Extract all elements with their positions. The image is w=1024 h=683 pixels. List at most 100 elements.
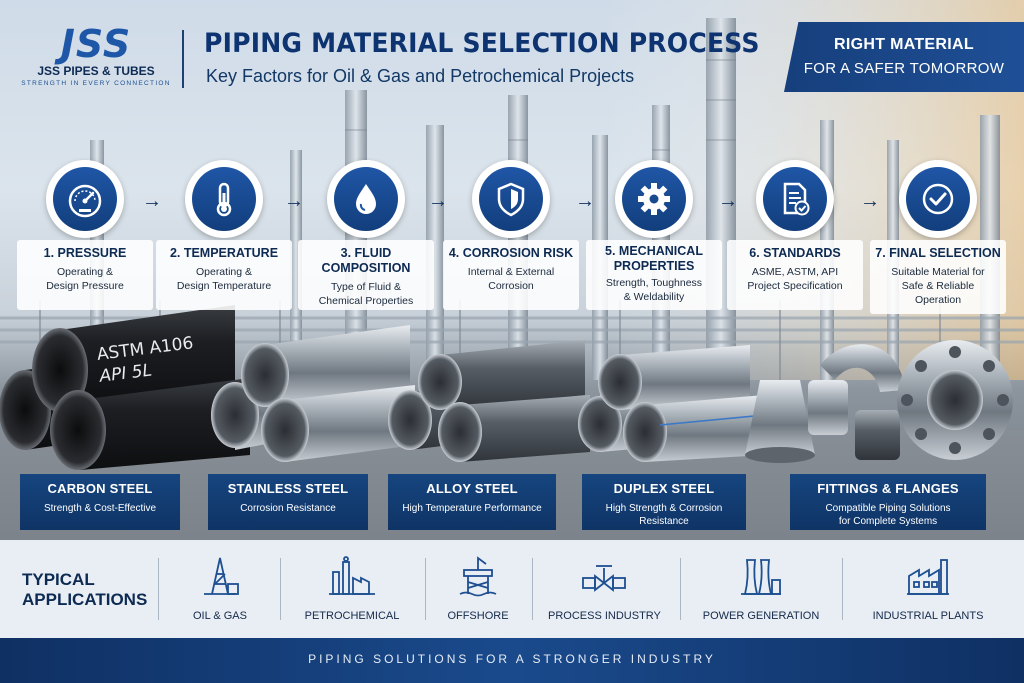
step-desc: Type of Fluid & Chemical Properties — [298, 280, 434, 308]
logo-mark: JSS — [60, 22, 132, 66]
material-desc-line: High Strength & Corrosion — [605, 503, 723, 514]
app-label: INDUSTRIAL PLANTS — [872, 610, 984, 622]
app-label: OFFSHORE — [447, 610, 509, 622]
step-desc: Operating & Design Pressure — [17, 265, 153, 293]
divider — [158, 558, 159, 620]
app-label: PROCESS INDUSTRY — [548, 610, 661, 622]
document-check-icon — [783, 182, 810, 216]
step-title-line: PROPERTIES — [613, 259, 695, 273]
banner-line1: RIGHT MATERIAL — [834, 36, 974, 53]
thermometer-icon — [216, 182, 232, 217]
applications-title-line: APPLICATIONS — [22, 590, 148, 609]
material-desc: Strength & Cost-Effective — [43, 503, 157, 514]
brand-logo: JSS JSS PIPES & TUBES STRENGTH IN EVERY … — [16, 22, 176, 87]
slogan-banner: RIGHT MATERIAL FOR A SAFER TOMORROW — [784, 22, 1024, 92]
step-desc-line: Design Temperature — [176, 280, 272, 292]
arrow-right-icon: → — [284, 190, 304, 212]
footer-banner: PIPING SOLUTIONS FOR A STRONGER INDUSTRY — [0, 638, 1024, 683]
brand-tagline: STRENGTH IN EVERY CONNECTION — [21, 80, 171, 87]
material-desc: High Strength & Corrosion Resistance — [582, 502, 746, 528]
material-duplex-steel: DUPLEX STEEL High Strength & Corrosion R… — [582, 474, 746, 530]
step-title: 4. CORROSION RISK — [448, 246, 574, 260]
arrow-right-icon: → — [860, 190, 880, 212]
step-desc: Operating & Design Temperature — [156, 265, 292, 293]
refinery-icon — [329, 556, 375, 595]
app-power-generation: POWER GENERATION — [698, 554, 824, 622]
step-pressure: 1. PRESSURE Operating & Design Pressure — [11, 160, 159, 310]
gear-icon — [638, 183, 670, 215]
step-title: 1. PRESSURE — [43, 246, 127, 260]
step-desc-line: Chemical Properties — [318, 295, 414, 307]
material-desc: High Temperature Performance — [402, 503, 542, 514]
alloy-steel-pipes — [388, 340, 590, 462]
material-alloy-steel: ALLOY STEEL High Temperature Performance — [388, 474, 556, 530]
step-desc-line: Corrosion — [488, 280, 534, 292]
gauge-icon — [68, 184, 102, 218]
material-desc-line: Compatible Piping Solutions — [825, 503, 951, 514]
step-desc-line: Safe & Reliable — [901, 280, 975, 292]
step-title: 5. MECHANICAL PROPERTIES — [586, 244, 722, 274]
arrow-right-icon: → — [428, 190, 448, 212]
material-desc: Corrosion Resistance — [240, 503, 336, 514]
material-title: ALLOY STEEL — [426, 481, 518, 496]
factory-icon — [907, 559, 949, 595]
applications-title-line: TYPICAL — [22, 570, 95, 589]
app-label: POWER GENERATION — [702, 610, 820, 622]
header-divider — [182, 30, 184, 88]
step-desc: Strength, Toughness & Weldability — [586, 276, 722, 304]
divider — [842, 558, 843, 620]
app-industrial-plants: INDUSTRIAL PLANTS — [866, 554, 990, 622]
material-title: DUPLEX STEEL — [613, 481, 715, 496]
carbon-steel-pipes — [0, 305, 250, 470]
step-mechanical-properties: 5. MECHANICAL PROPERTIES Strength, Tough… — [580, 160, 728, 310]
page-subtitle: Key Factors for Oil & Gas and Petrochemi… — [206, 66, 635, 86]
app-petrochemical: PETROCHEMICAL — [300, 554, 404, 622]
shield-icon — [497, 182, 525, 217]
valve-icon — [582, 565, 626, 592]
duplex-steel-pipes — [578, 345, 766, 462]
step-corrosion-risk: 4. CORROSION RISK Internal & External Co… — [437, 160, 585, 310]
step-desc-line: Design Pressure — [46, 280, 124, 292]
step-desc-line: Operating & — [56, 266, 114, 278]
divider — [425, 558, 426, 620]
step-desc: Suitable Material for Safe & Reliable Op… — [870, 265, 1006, 307]
material-stainless-steel: STAINLESS STEEL Corrosion Resistance — [208, 474, 368, 530]
material-desc-line: Resistance — [639, 516, 689, 527]
step-desc-line: Operation — [914, 294, 962, 306]
offshore-platform-icon — [459, 556, 497, 597]
step-title-line: 5. MECHANICAL — [605, 244, 703, 258]
app-label: OIL & GAS — [192, 610, 247, 622]
step-desc-line: Internal & External — [467, 266, 555, 278]
material-desc: Compatible Piping Solutions for Complete… — [790, 502, 986, 528]
step-desc-line: Project Specification — [747, 280, 843, 292]
oil-rig-icon — [204, 557, 239, 595]
page-title: PIPING MATERIAL SELECTION PROCESS — [204, 28, 760, 59]
step-desc-line: Operating & — [195, 266, 253, 278]
cooling-tower-icon — [741, 559, 781, 595]
material-fittings-flanges: FITTINGS & FLANGES Compatible Piping Sol… — [790, 474, 986, 530]
step-desc-line: Strength, Toughness — [605, 277, 703, 289]
step-title: 3. FLUID COMPOSITION — [321, 246, 411, 275]
typical-applications: TYPICAL APPLICATIONS OIL & GAS — [0, 540, 1024, 638]
app-offshore: OFFSHORE — [440, 554, 516, 622]
arrow-right-icon: → — [142, 190, 162, 212]
app-oil-gas: OIL & GAS — [180, 554, 260, 622]
stainless-steel-pipes — [211, 325, 415, 462]
step-desc: Internal & External Corrosion — [443, 265, 579, 293]
divider — [532, 558, 533, 620]
divider — [280, 558, 281, 620]
fittings-and-flanges — [745, 340, 1013, 463]
step-title: 6. STANDARDS — [749, 246, 841, 260]
material-title: CARBON STEEL — [47, 481, 153, 496]
banner-line2: FOR A SAFER TOMORROW — [803, 60, 1005, 77]
material-title: STAINLESS STEEL — [227, 481, 349, 496]
step-standards: 6. STANDARDS ASME, ASTM, API Project Spe… — [721, 160, 869, 310]
app-label: PETROCHEMICAL — [304, 610, 400, 622]
arrow-right-icon: → — [718, 190, 738, 212]
step-desc-line: Type of Fluid & — [330, 281, 402, 293]
check-circle-icon — [922, 183, 954, 215]
divider — [680, 558, 681, 620]
applications-title: TYPICAL APPLICATIONS — [22, 570, 147, 610]
step-desc-line: Suitable Material for — [891, 266, 985, 278]
material-desc-line: for Complete Systems — [838, 516, 938, 527]
